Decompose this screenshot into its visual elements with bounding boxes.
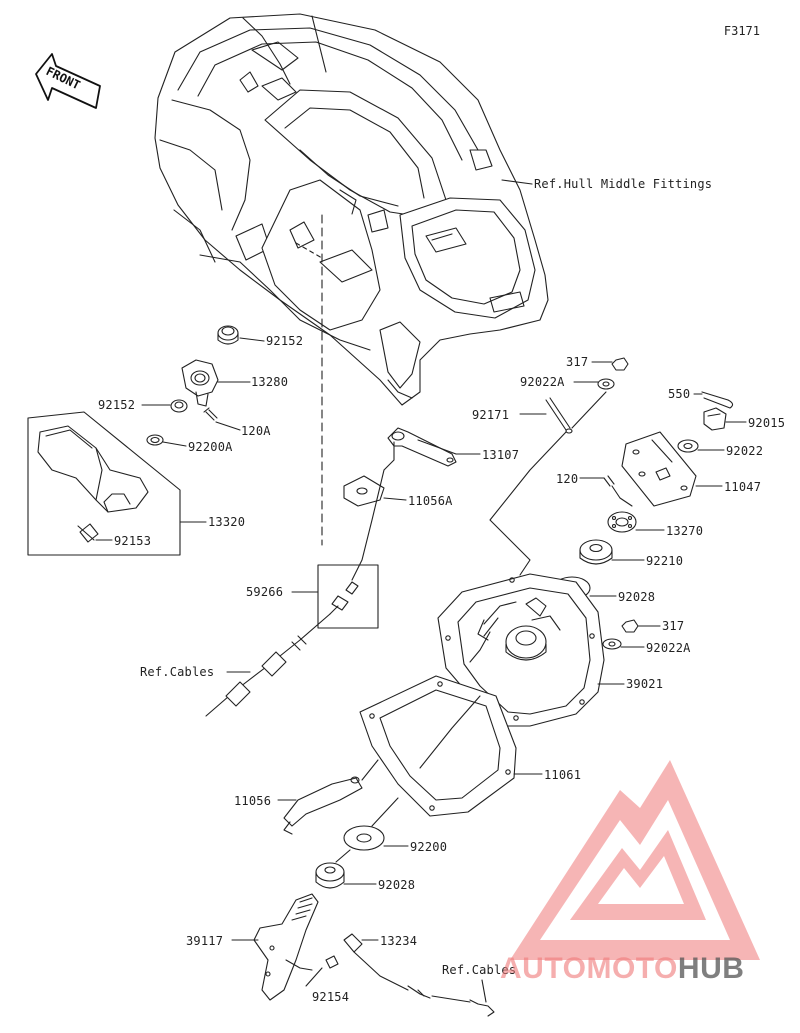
label-ref-hull: Ref.Hull Middle Fittings: [534, 177, 713, 191]
label-120a: 120A: [241, 424, 271, 438]
watermark-logo-icon: [510, 760, 760, 960]
watermark-brand-a: AUTOMOTO: [500, 952, 678, 985]
rod-92171-drawing: [545, 397, 573, 434]
label-92200: 92200: [410, 840, 448, 854]
label-550: 550: [668, 387, 691, 401]
lever-13107-drawing: [383, 427, 457, 471]
cover-13320-box: [27, 411, 181, 556]
label-39021: 39021: [626, 677, 664, 691]
label-92200a: 92200A: [188, 440, 233, 454]
nut-92015-drawing: [703, 407, 727, 431]
label-92153: 92153: [114, 534, 152, 548]
hull-deck-drawing: [154, 13, 549, 406]
label-92210: 92210: [646, 554, 684, 568]
label-317-lower: 317: [662, 619, 685, 633]
boot-59266-box: [317, 564, 379, 629]
label-13107: 13107: [482, 448, 520, 462]
connector-13234-drawing: [343, 933, 495, 1017]
label-13270: 13270: [666, 524, 704, 538]
nozzle-plate-39021-drawing: [437, 573, 605, 727]
label-92028-lower: 92028: [378, 878, 416, 892]
label-92152-upper: 92152: [266, 334, 304, 348]
flange-13270-drawing: [607, 511, 637, 533]
plate-11047-drawing: [621, 431, 697, 507]
label-11056a: 11056A: [408, 494, 453, 508]
washer-92200-drawing: [343, 825, 385, 851]
washer-92022a-lower-drawing: [602, 638, 622, 650]
label-92028-upper: 92028: [618, 590, 656, 604]
label-11047: 11047: [724, 480, 762, 494]
label-92022a-upper: 92022A: [520, 375, 565, 389]
label-13320: 13320: [208, 515, 246, 529]
watermark-brand-b: HUB: [677, 952, 745, 985]
cable-ref-upper-drawing: [205, 613, 331, 717]
watermark-text: AUTOMOTOHUB: [500, 952, 744, 986]
label-ref-cables-lower: Ref.Cables: [442, 963, 517, 977]
washer-92022-drawing: [677, 439, 699, 453]
fitting-92154-drawing: [325, 955, 339, 969]
label-92152-lower: 92152: [98, 398, 136, 412]
label-92171: 92171: [472, 408, 510, 422]
washer-92200a-drawing: [146, 434, 164, 446]
leader-ref-hull: [501, 179, 533, 185]
screw-120-drawing: [603, 475, 615, 487]
label-59266: 59266: [246, 585, 284, 599]
label-13280: 13280: [251, 375, 289, 389]
grommet-92152-upper-drawing: [217, 325, 239, 345]
shaft-39117-drawing: [253, 893, 319, 1001]
screw-120a-drawing: [203, 407, 218, 421]
nut-317-lower-drawing: [621, 619, 639, 633]
label-92015: 92015: [748, 416, 786, 430]
seal-92028-lower-drawing: [315, 862, 345, 889]
bracket-11056-drawing: [283, 776, 363, 835]
label-317-upper: 317: [566, 355, 589, 369]
pin-550-drawing: [701, 391, 734, 409]
label-39117: 39117: [186, 934, 224, 948]
label-ref-cables-upper: Ref.Cables: [140, 665, 215, 679]
label-92022: 92022: [726, 444, 764, 458]
label-120: 120: [556, 472, 579, 486]
label-11056: 11056: [234, 794, 272, 808]
valve-housing-13280-drawing: [181, 359, 219, 407]
label-11061: 11061: [544, 768, 582, 782]
label-13234: 13234: [380, 934, 418, 948]
grommet-92152-lower-drawing: [170, 399, 188, 413]
washer-92022a-upper-drawing: [597, 378, 615, 390]
seal-92210-drawing: [579, 539, 613, 565]
label-92022a-lower: 92022A: [646, 641, 691, 655]
front-arrow-icon: [35, 53, 101, 109]
nut-317-upper-drawing: [611, 357, 629, 371]
bracket-11056a-drawing: [343, 475, 385, 507]
label-92154: 92154: [312, 990, 350, 1004]
figure-number: F3171: [723, 24, 760, 38]
